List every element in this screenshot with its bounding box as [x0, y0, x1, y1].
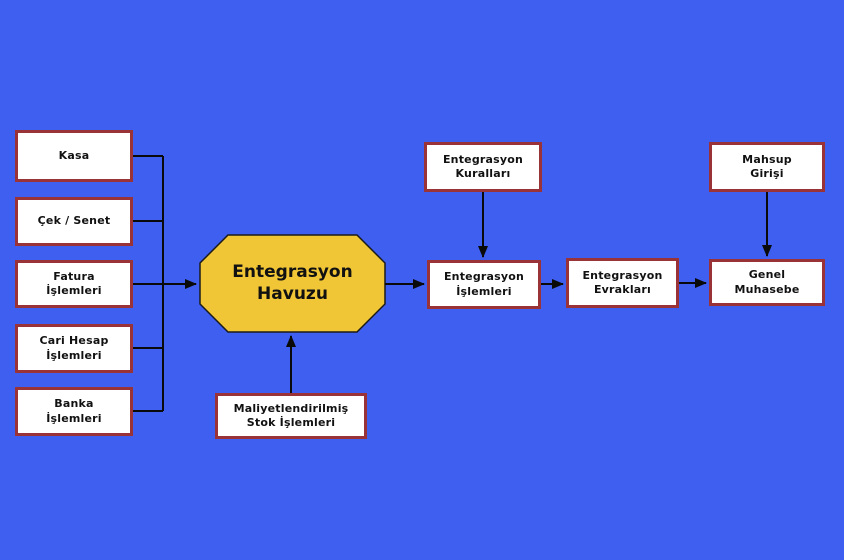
node-maliyet-stok-islemleri-label: Maliyetlendirilmiş Stok İşlemleri: [233, 401, 349, 429]
node-entegrasyon-havuzu: Entegrasyon Havuzu: [200, 235, 385, 332]
node-entegrasyon-evraklari-label: Entegrasyon Evrakları: [582, 268, 663, 296]
node-genel-muhasebe: Genel Muhasebe: [709, 259, 825, 306]
node-banka-islemleri: Banka İşlemleri: [15, 387, 133, 436]
node-entegrasyon-evraklari: Entegrasyon Evrakları: [566, 258, 679, 308]
node-mahsup-girisi-label: Mahsup Girişi: [742, 152, 792, 180]
node-entegrasyon-kurallari-label: Entegrasyon Kuralları: [442, 152, 524, 180]
entegrasyon-havuzu-octagon: [199, 234, 386, 333]
node-kasa-label: Kasa: [58, 148, 90, 162]
node-maliyet-stok-islemleri: Maliyetlendirilmiş Stok İşlemleri: [215, 393, 367, 439]
node-entegrasyon-kurallari: Entegrasyon Kuralları: [424, 142, 542, 192]
node-banka-islemleri-label: Banka İşlemleri: [46, 397, 102, 425]
node-fatura-islemleri-label: Fatura İşlemleri: [46, 269, 102, 297]
node-entegrasyon-islemleri: Entegrasyon İşlemleri: [427, 260, 541, 309]
node-cek-senet: Çek / Senet: [15, 197, 133, 246]
node-fatura-islemleri: Fatura İşlemleri: [15, 260, 133, 308]
node-cek-senet-label: Çek / Senet: [37, 214, 111, 228]
node-cari-hesap-islemleri-label: Cari Hesap İşlemleri: [39, 334, 109, 362]
node-kasa: Kasa: [15, 130, 133, 182]
node-entegrasyon-islemleri-label: Entegrasyon İşlemleri: [443, 270, 525, 298]
node-cari-hesap-islemleri: Cari Hesap İşlemleri: [15, 324, 133, 373]
node-genel-muhasebe-label: Genel Muhasebe: [734, 268, 800, 296]
node-entegrasyon-havuzu-label: Entegrasyon Havuzu: [232, 262, 353, 304]
node-mahsup-girisi: Mahsup Girişi: [709, 142, 825, 192]
